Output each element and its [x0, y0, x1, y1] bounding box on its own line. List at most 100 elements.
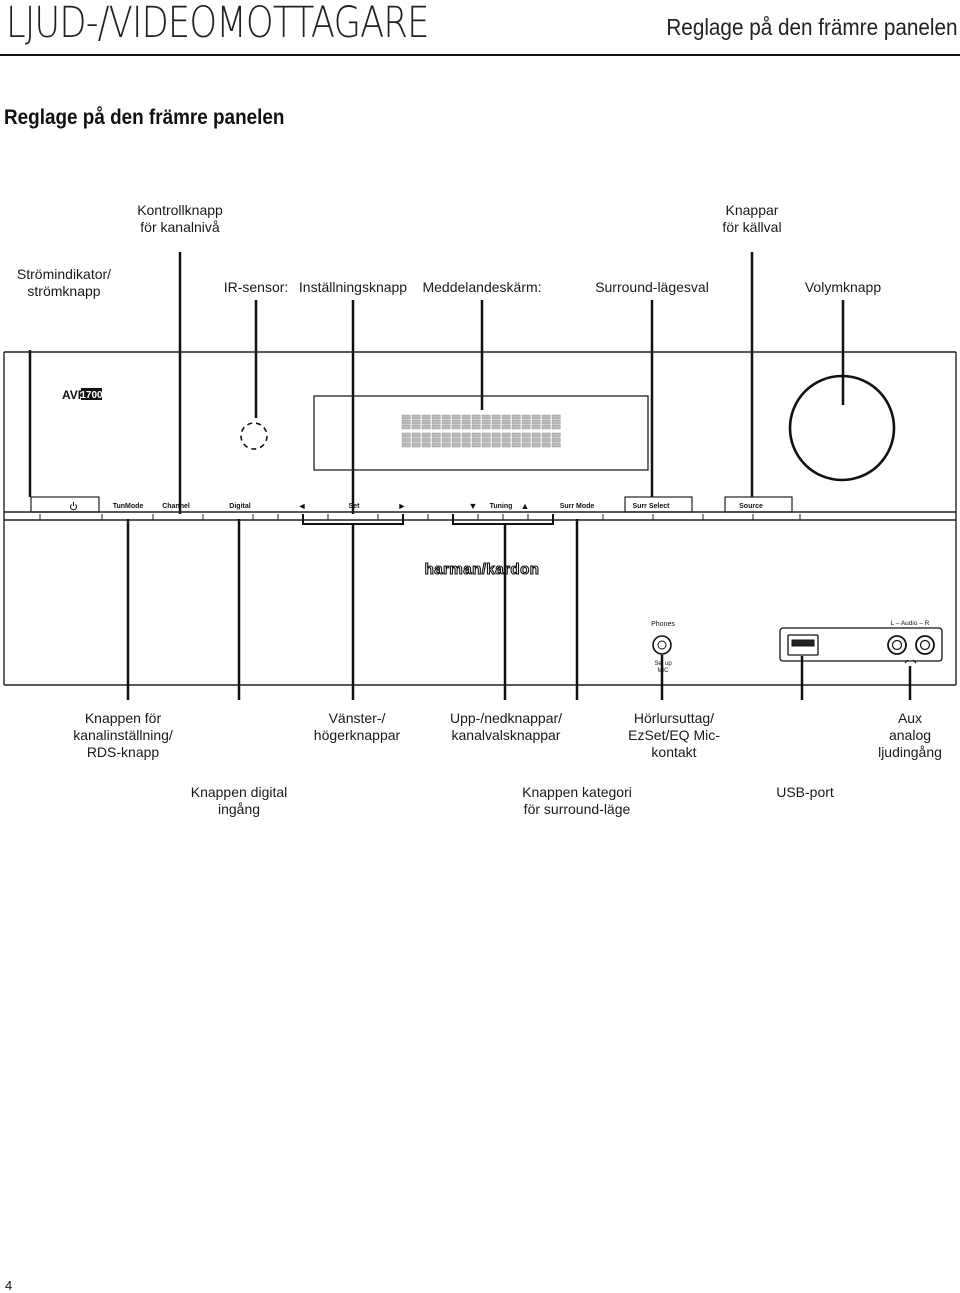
- aux-left-jack: [887, 635, 907, 655]
- callout-surround-category: Knappen kategori för surround-läge: [522, 784, 632, 817]
- btn-right-label: ►: [398, 501, 407, 511]
- display-cell: [541, 432, 551, 438]
- display-cell: [461, 424, 471, 430]
- display-cell: [421, 424, 431, 430]
- front-panel-illustration: AVR 1700 TunMode Channel Digital ◄ Set: [3, 252, 957, 700]
- setup-mic-label: Set up: [654, 661, 672, 667]
- display-cell: [431, 432, 441, 438]
- display-cell: [461, 432, 471, 438]
- display-cell: [411, 419, 421, 425]
- display-segments: [401, 414, 561, 448]
- display-cell: [501, 424, 511, 430]
- model-prefix: AVR: [62, 388, 87, 402]
- message-display: [313, 395, 649, 471]
- display-cell: [491, 414, 501, 420]
- btn-set-label: Set: [349, 503, 361, 510]
- btn-channel-label: Channel: [162, 503, 190, 510]
- callout-digital-input: Knappen digital ingång: [190, 784, 288, 817]
- display-cell: [521, 432, 531, 438]
- display-cell: [401, 437, 411, 443]
- display-cell: [441, 414, 451, 420]
- display-cell: [531, 414, 541, 420]
- display-cell: [541, 424, 551, 430]
- display-cell: [541, 419, 551, 425]
- bracket-left-right: [302, 514, 404, 525]
- display-cell: [401, 419, 411, 425]
- display-cell: [551, 437, 561, 443]
- display-cell: [481, 432, 491, 438]
- display-cell: [521, 414, 531, 420]
- display-cell: [511, 437, 521, 443]
- callout-power: Strömindikator/ strömknapp: [16, 266, 112, 299]
- usb-port: [787, 634, 819, 656]
- display-cell: [491, 442, 501, 448]
- callout-usb-port: USB-port: [776, 784, 834, 800]
- callout-left-right: Vänster-/ högerknappar: [313, 710, 401, 743]
- display-cell: [441, 424, 451, 430]
- display-cell: [451, 442, 461, 448]
- display-cell: [461, 442, 471, 448]
- product-title: LJUD-/VIDEOMOTTAGARE: [6, 0, 429, 48]
- model-number: 1700: [80, 390, 103, 401]
- display-cell: [521, 442, 531, 448]
- display-cell: [511, 419, 521, 425]
- display-cell: [481, 424, 491, 430]
- display-cell: [411, 437, 421, 443]
- display-cell: [531, 432, 541, 438]
- display-cell: [441, 419, 451, 425]
- display-cell: [511, 432, 521, 438]
- display-cell: [521, 437, 531, 443]
- display-cell: [541, 437, 551, 443]
- display-cell: [501, 414, 511, 420]
- audio-lr-label: L – Audio – R: [891, 620, 930, 627]
- svg-text:MIC: MIC: [658, 668, 670, 674]
- btn-left-label: ◄: [298, 501, 307, 511]
- bracket-up-down: [452, 514, 554, 525]
- display-cell: [491, 424, 501, 430]
- display-cell: [481, 437, 491, 443]
- display-cell: [411, 424, 421, 430]
- display-cell: [521, 424, 531, 430]
- callout-source-buttons: Knappar för källval: [722, 202, 782, 235]
- display-cell: [451, 419, 461, 425]
- btn-surrselect-label: Surr Select: [633, 503, 671, 510]
- header-divider: [0, 54, 960, 56]
- display-cell: [451, 437, 461, 443]
- btn-tuning-label: Tuning: [490, 503, 513, 510]
- callout-surround-select: Surround-lägesval: [595, 279, 709, 295]
- display-cell: [431, 424, 441, 430]
- display-cell: [451, 432, 461, 438]
- display-cell: [511, 414, 521, 420]
- display-cell: [441, 442, 451, 448]
- display-cell: [531, 437, 541, 443]
- display-cell: [551, 414, 561, 420]
- volume-knob: [788, 374, 896, 482]
- display-cell: [401, 432, 411, 438]
- display-cell: [431, 419, 441, 425]
- display-cell: [401, 414, 411, 420]
- display-cell: [441, 432, 451, 438]
- display-cell: [551, 442, 561, 448]
- callout-message-display: Meddelandeskärm:: [422, 279, 542, 295]
- display-cell: [421, 419, 431, 425]
- display-cell: [471, 419, 481, 425]
- ir-sensor-window: [240, 422, 268, 450]
- display-cell: [531, 424, 541, 430]
- display-cell: [551, 432, 561, 438]
- display-cell: [421, 432, 431, 438]
- display-cell: [421, 414, 431, 420]
- brand-logo: harman/kardon: [425, 561, 540, 578]
- display-cell: [481, 414, 491, 420]
- display-cell: [461, 419, 471, 425]
- display-cell: [421, 437, 431, 443]
- btn-down-label: ▼: [469, 501, 478, 511]
- display-cell: [501, 419, 511, 425]
- display-cell: [461, 437, 471, 443]
- display-cell: [491, 432, 501, 438]
- btn-up-label: ▲: [521, 501, 530, 511]
- callout-tuning-mode: Knappen för kanalinställning/ RDS-knapp: [73, 710, 173, 760]
- callout-ir-sensor: IR-sensor:: [223, 279, 289, 295]
- callout-volume-knob: Volymknapp: [804, 279, 882, 295]
- display-cell: [411, 414, 421, 420]
- display-cell: [431, 437, 441, 443]
